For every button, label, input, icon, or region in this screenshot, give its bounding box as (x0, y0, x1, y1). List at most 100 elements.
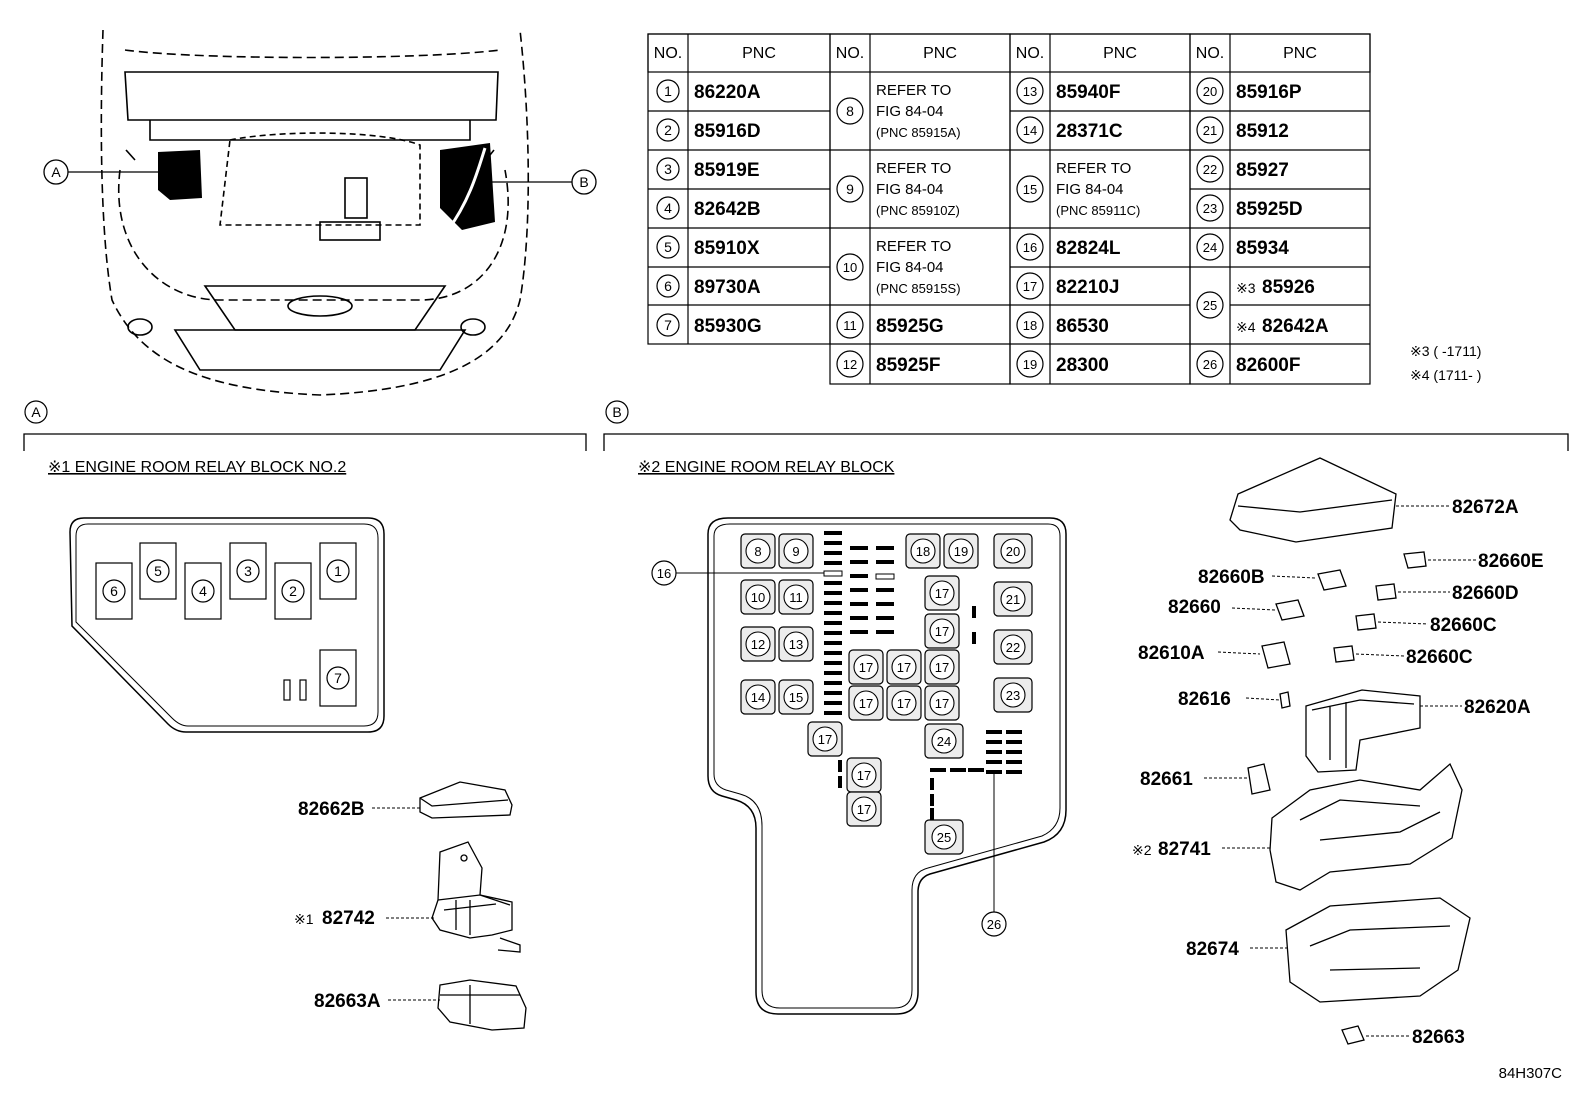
part-drawings-b (1229, 457, 1471, 1045)
part-82672a-cover (1229, 457, 1397, 543)
pnc-25b: 82642A (1262, 316, 1329, 337)
label-82742: 82742 (322, 908, 375, 929)
row-no-22: 22 (1203, 162, 1217, 177)
row-no-23: 23 (1203, 201, 1217, 216)
callout-16 (651, 560, 677, 586)
pnc-20: 85916P (1236, 82, 1302, 103)
label-82672a: 82672A (1452, 497, 1519, 518)
relay-a-slots (95, 542, 357, 707)
refer-9-a: REFER TO (876, 160, 951, 177)
pnc-23: 85925D (1236, 199, 1303, 220)
part-82610a-fuse (1261, 641, 1291, 669)
fuse-empty (875, 573, 895, 580)
relay-block-a-outline (69, 517, 385, 733)
label-82616: 82616 (1178, 689, 1231, 710)
label-82610a: 82610A (1138, 643, 1205, 664)
label-82660d: 82660D (1452, 583, 1519, 604)
section-b-marker-label: B (612, 404, 621, 420)
relay-b-slot-9: 9 (792, 544, 799, 559)
pnc-7: 85930G (694, 316, 762, 337)
callout-26-label: 26 (987, 917, 1001, 932)
figure-code: 84H307C (1499, 1065, 1563, 1082)
pnc-table-grid (647, 33, 1371, 385)
pnc-14: 28371C (1056, 121, 1123, 142)
relay-b-slot-23: 23 (1006, 688, 1020, 703)
part-82620a-block (1305, 689, 1421, 773)
pnc-13: 85940F (1056, 82, 1120, 103)
note-4: ※4 (1711- ) (1410, 367, 1481, 383)
relay-b-slot-17d: 17 (897, 660, 911, 675)
relay-b-slot-17h: 17 (935, 696, 949, 711)
part-82663a-drawing (437, 979, 527, 1031)
relay-b-slot-17c: 17 (859, 660, 873, 675)
part-82663-clip (1341, 1025, 1365, 1045)
refer-9-b: FIG 84-04 (876, 181, 944, 198)
refer-10-a: REFER TO (876, 238, 951, 255)
relay-b-slot-17e: 17 (935, 660, 949, 675)
part-82742-drawing (431, 841, 521, 953)
relay-a-slot-2: 2 (289, 583, 297, 599)
relay-b-slot-17j: 17 (857, 768, 871, 783)
relay-b-slot-25: 25 (937, 830, 951, 845)
row-no-2: 2 (664, 122, 672, 138)
label-82741: 82741 (1158, 839, 1211, 860)
pnc-5: 85910X (694, 238, 760, 259)
refer-9-c: (PNC 85910Z) (876, 203, 960, 218)
row-no-4: 4 (664, 200, 672, 216)
row-no-11: 11 (843, 318, 857, 333)
label-82663a: 82663A (314, 991, 381, 1012)
section-a-marker-label: A (31, 404, 41, 420)
row-no-19: 19 (1023, 357, 1037, 372)
row-no-15: 15 (1023, 182, 1037, 197)
refer-notes: REFER TO FIG 84-04 (PNC 85915A) REFER TO… (876, 82, 1140, 296)
row-no-1: 1 (664, 83, 672, 99)
relay-block-a-silhouette (158, 150, 202, 200)
part-82662b-drawing (419, 781, 513, 819)
pnc-26: 82600F (1236, 355, 1300, 376)
relay-b-slot-19: 19 (954, 544, 968, 559)
row-no-18: 18 (1023, 318, 1037, 333)
relay-b-slot-17b: 17 (935, 624, 949, 639)
row-no-20: 20 (1203, 84, 1217, 99)
row-no-7: 7 (664, 317, 672, 333)
label-82660c-2: 82660C (1406, 647, 1473, 668)
relay-block-b-outline (707, 517, 1067, 1015)
mark-3: ※3 (1236, 280, 1256, 296)
pnc-18: 86530 (1056, 316, 1109, 337)
pnc-25a: 85926 (1262, 277, 1315, 298)
label-82660: 82660 (1168, 597, 1221, 618)
section-b-marker (605, 400, 629, 424)
section-a-marker (24, 400, 48, 424)
row-no-9: 9 (846, 181, 854, 197)
relay-b-slot-21: 21 (1006, 592, 1020, 607)
row-no-16: 16 (1023, 240, 1037, 255)
row-numbers: 1 2 3 4 5 6 7 8 9 10 11 12 13 14 15 16 1… (664, 83, 1217, 372)
relay-b-slot-17a: 17 (935, 586, 949, 601)
row-number-circles (656, 77, 1224, 378)
row-no-3: 3 (664, 161, 672, 177)
row-no-8: 8 (846, 103, 854, 119)
relay-a-slot-1: 1 (334, 563, 342, 579)
callout-a-label: A (51, 164, 61, 180)
row-no-17: 17 (1023, 279, 1037, 294)
part-leaders-a (372, 807, 440, 1001)
refer-8-a: REFER TO (876, 82, 951, 99)
part-82616-clip (1279, 691, 1291, 709)
label-82660b: 82660B (1198, 567, 1265, 588)
label-82661: 82661 (1140, 769, 1193, 790)
relay-b-slot-11: 11 (789, 590, 803, 605)
row-no-5: 5 (664, 239, 672, 255)
header-no-3: NO. (1016, 45, 1044, 62)
callout-b (571, 169, 597, 195)
relay-b-slot-8: 8 (754, 544, 761, 559)
relay-a-slot-5: 5 (154, 563, 162, 579)
row-no-6: 6 (664, 278, 672, 294)
pnc-19: 28300 (1056, 355, 1109, 376)
relay-a-slot-6: 6 (110, 583, 118, 599)
label-82741-mark: ※2 (1132, 842, 1152, 858)
row-no-26: 26 (1203, 357, 1217, 372)
section-b-bracket (603, 433, 1569, 451)
header-pnc-3: PNC (1103, 45, 1137, 62)
pnc-table-header: NO. PNC NO. PNC NO. PNC NO. PNC (654, 45, 1317, 62)
refer-15-b: FIG 84-04 (1056, 181, 1124, 198)
